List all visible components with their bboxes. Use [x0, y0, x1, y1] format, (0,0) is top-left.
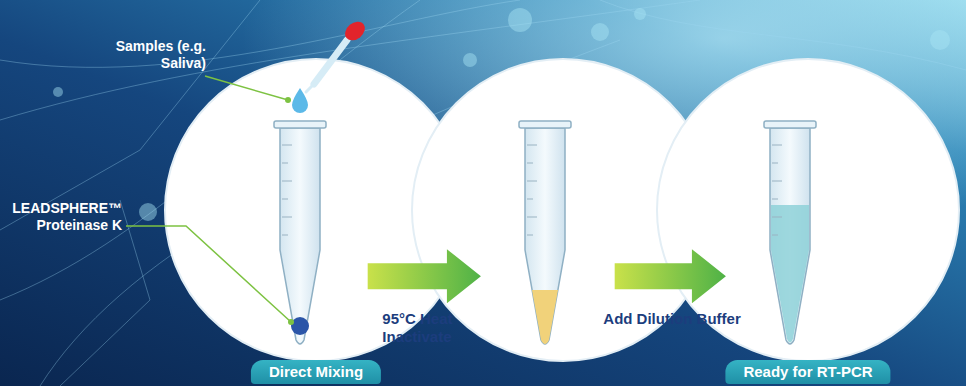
step-instruction: Add Dilution Buffer [603, 310, 753, 328]
callout-label: LEADSPHERE™ Proteinase K [8, 200, 122, 234]
callout-label: Samples (e.g. Saliva) [110, 38, 206, 72]
step-instruction: 95°C Heat Inactivate [382, 310, 482, 346]
step-label: Ready for RT-PCR [725, 360, 890, 384]
step-label: Direct Mixing [251, 360, 381, 384]
